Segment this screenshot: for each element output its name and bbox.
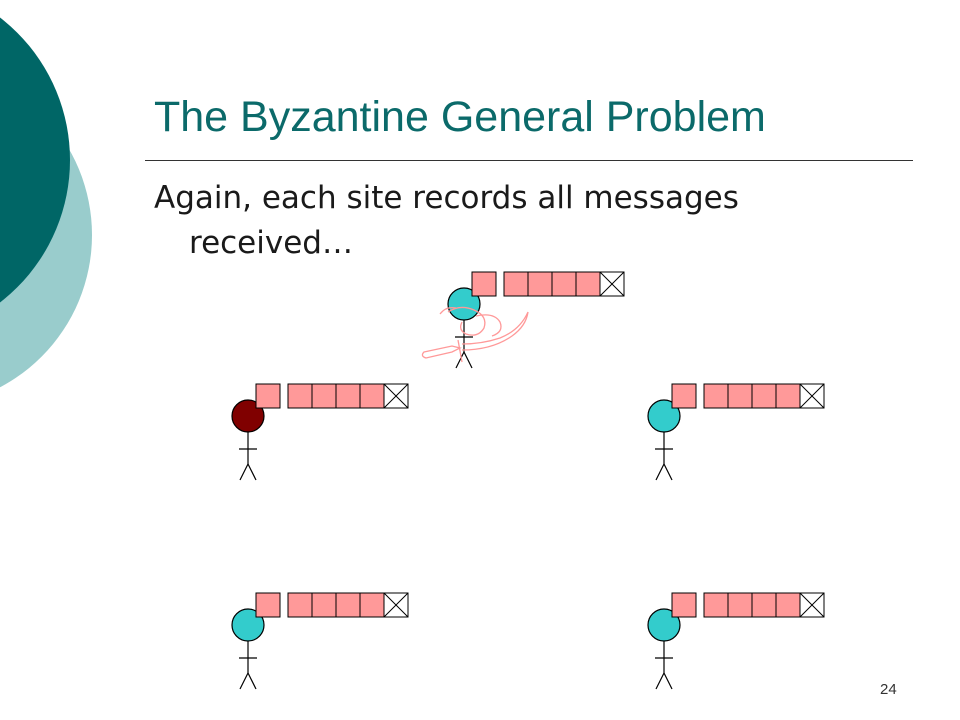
empty-cell-cross [799,592,825,618]
message-cell [335,383,361,409]
own-value-cell [255,383,281,409]
message-cell [775,383,801,409]
sword-ribbon [439,306,457,315]
message-cell [551,271,577,297]
page-number: 24 [880,681,897,698]
own-value-cell [671,383,697,409]
sword-icon [421,306,529,363]
slide-title: The Byzantine General Problem [154,93,766,141]
message-cell [311,383,337,409]
message-cell [311,592,337,618]
general-leg-left [655,672,665,690]
message-cell [703,592,729,618]
message-cell [727,383,753,409]
message-cell [703,383,729,409]
message-cell [751,592,777,618]
own-value-cell [255,592,281,618]
body-text: Again, each site records all messages re… [154,176,914,266]
sword-ribbon [447,306,486,336]
message-cell [503,271,529,297]
message-cell [775,592,801,618]
general-leg-left [239,672,249,690]
site-left [231,383,409,481]
site-bottom-right [647,592,825,690]
message-cell [527,271,553,297]
own-value-cell [471,271,497,297]
message-cell [751,383,777,409]
empty-cell-cross [383,592,409,618]
message-cell [359,592,385,618]
message-cell [359,383,385,409]
body-text-line-1: Again, each site records all messages [154,180,739,216]
general-leg-right [247,463,257,481]
general-leg-left [655,463,665,481]
site-right [647,383,825,481]
general-leg-right [463,351,473,369]
general-leg-right [663,463,673,481]
decorative-circle-dark [0,17,70,303]
body-text-line-2: received… [189,225,353,261]
message-cell [287,592,313,618]
sword-blade [461,311,529,351]
empty-cell-cross [799,383,825,409]
sword-ribbon [475,314,502,337]
general-leg-left [455,351,465,369]
general-leg-right [663,672,673,690]
message-cell [727,592,753,618]
title-divider [145,160,913,161]
sword-guard [457,339,463,363]
message-cell [335,592,361,618]
site-top [421,271,625,369]
message-cell [575,271,601,297]
sword-grip [421,345,462,359]
empty-cell-cross [383,383,409,409]
own-value-cell [671,592,697,618]
message-cell [287,383,313,409]
empty-cell-cross [599,271,625,297]
general-leg-right [247,672,257,690]
site-bottom-left [231,592,409,690]
general-leg-left [239,463,249,481]
